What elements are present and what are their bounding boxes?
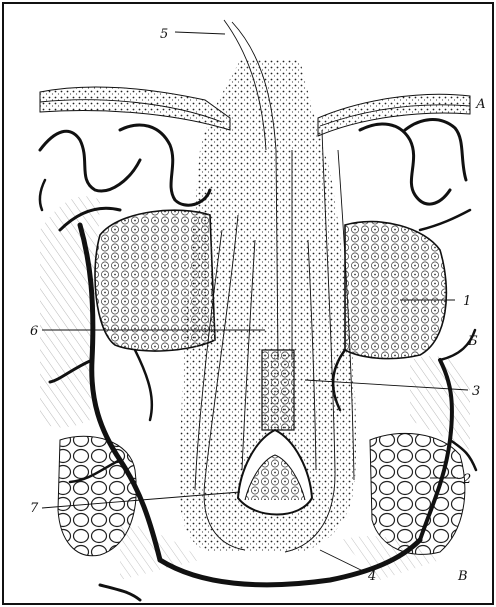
label-7: 7	[30, 501, 39, 516]
hair-root-cells	[262, 350, 294, 430]
label-3: 3	[472, 384, 480, 399]
sebaceous-gland-right	[345, 222, 446, 359]
label-5: 5	[160, 27, 168, 42]
label-A: А	[475, 97, 486, 112]
label-4: 4	[367, 569, 376, 584]
fat-lobules-right	[370, 433, 465, 554]
label-6: 6	[30, 324, 38, 339]
label-1: 1	[463, 294, 471, 309]
label-V: В	[457, 569, 468, 584]
label-2: 2	[462, 472, 471, 487]
label-B: Б	[467, 334, 478, 349]
